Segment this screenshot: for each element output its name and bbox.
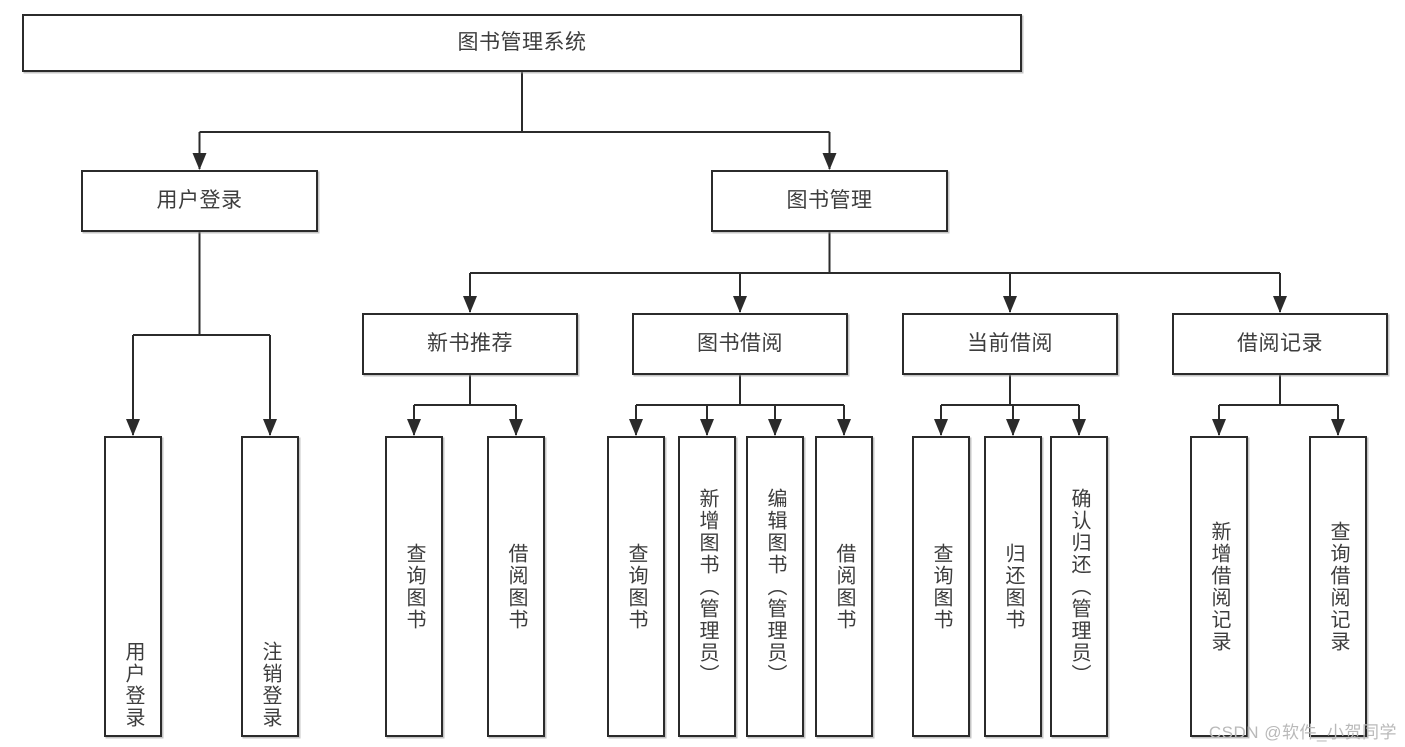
node-bookmgmt[interactable]: 图书管理 bbox=[711, 170, 948, 232]
node-borrowbook[interactable]: 图书借阅 bbox=[632, 313, 848, 375]
node-b_query[interactable]: 查询图书 bbox=[607, 436, 665, 737]
node-b_edit[interactable]: 编辑图书（管理员） bbox=[746, 436, 804, 737]
node-login[interactable]: 用户登录 bbox=[81, 170, 318, 232]
node-label: 编辑图书（管理员） bbox=[764, 487, 786, 686]
node-label: 确认归还（管理员） bbox=[1068, 487, 1090, 686]
node-label: 新增图书（管理员） bbox=[696, 487, 718, 686]
node-label: 借阅记录 bbox=[1237, 332, 1323, 356]
node-label: 查询图书 bbox=[625, 542, 647, 631]
node-label: 借阅图书 bbox=[505, 542, 527, 631]
node-c_query[interactable]: 查询图书 bbox=[912, 436, 970, 737]
node-label: 查询借阅记录 bbox=[1327, 520, 1349, 653]
node-r_query[interactable]: 查询借阅记录 bbox=[1309, 436, 1367, 737]
node-label: 新书推荐 bbox=[427, 332, 513, 356]
node-root[interactable]: 图书管理系统 bbox=[22, 14, 1022, 72]
node-current[interactable]: 当前借阅 bbox=[902, 313, 1118, 375]
node-label: 查询图书 bbox=[403, 542, 425, 631]
node-c_return[interactable]: 归还图书 bbox=[984, 436, 1042, 737]
node-records[interactable]: 借阅记录 bbox=[1172, 313, 1388, 375]
node-label: 新增借阅记录 bbox=[1208, 520, 1230, 653]
node-l_login[interactable]: 用户登录 bbox=[104, 436, 162, 737]
node-b_borrow[interactable]: 借阅图书 bbox=[815, 436, 873, 737]
node-label: 图书管理 bbox=[786, 189, 873, 213]
node-l_logout[interactable]: 注销登录 bbox=[241, 436, 299, 737]
node-label: 图书借阅 bbox=[697, 332, 783, 356]
node-label: 注销登录 bbox=[259, 641, 281, 729]
node-label: 图书管理系统 bbox=[457, 31, 587, 55]
node-label: 当前借阅 bbox=[967, 332, 1053, 356]
node-c_confirm[interactable]: 确认归还（管理员） bbox=[1050, 436, 1108, 737]
node-newbooks[interactable]: 新书推荐 bbox=[362, 313, 578, 375]
node-b_add[interactable]: 新增图书（管理员） bbox=[678, 436, 736, 737]
node-label: 用户登录 bbox=[156, 189, 243, 213]
node-r_add[interactable]: 新增借阅记录 bbox=[1190, 436, 1248, 737]
node-label: 查询图书 bbox=[930, 542, 952, 631]
node-label: 借阅图书 bbox=[833, 542, 855, 631]
node-label: 用户登录 bbox=[122, 641, 144, 729]
node-label: 归还图书 bbox=[1002, 542, 1024, 631]
node-n_borrow[interactable]: 借阅图书 bbox=[487, 436, 545, 737]
node-n_query[interactable]: 查询图书 bbox=[385, 436, 443, 737]
